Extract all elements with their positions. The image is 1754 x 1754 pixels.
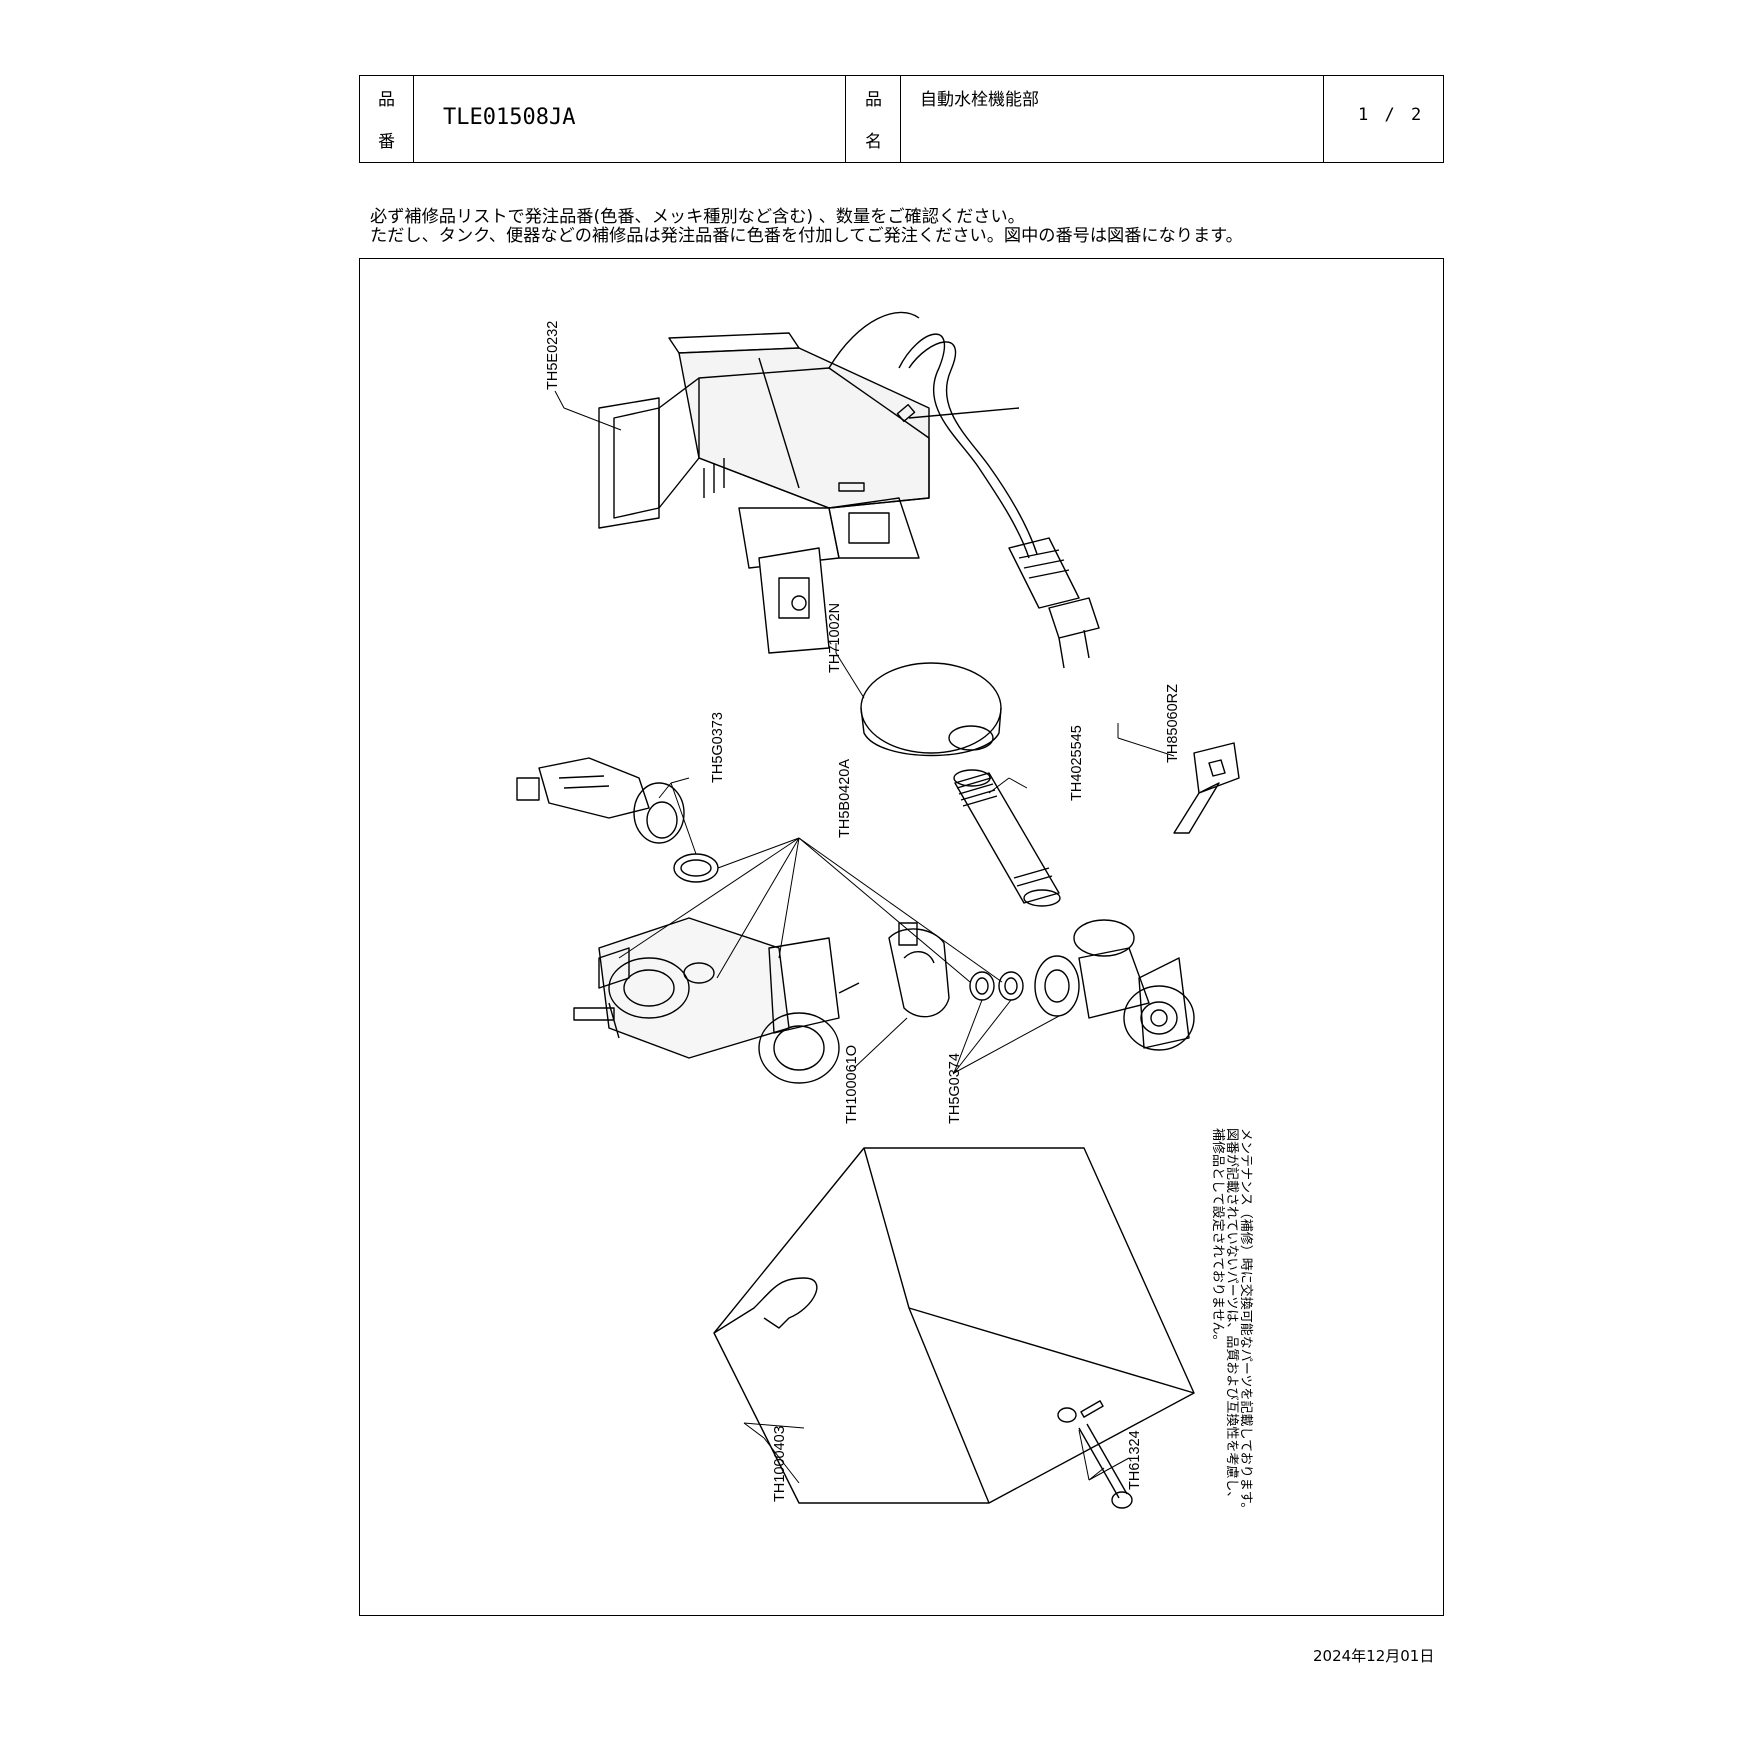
flange — [860, 662, 1002, 757]
label-screw: TH61324 — [1127, 1430, 1143, 1490]
clip — [888, 922, 950, 1018]
screw — [1078, 1423, 1133, 1509]
part-name: 自動水栓機能部 — [920, 90, 1039, 110]
key-tool — [1173, 742, 1240, 834]
hinmei-label-bottom: 名 — [865, 132, 882, 152]
note-line-1: 必ず補修品リストで発注品番(色番、メッキ種別など含む) 、数量をご確認ください。 — [370, 207, 1025, 227]
hinban-label-top: 品 — [378, 90, 395, 110]
divider — [1323, 76, 1324, 162]
cover-box — [713, 1147, 1195, 1504]
drawing-frame — [359, 258, 1444, 1616]
hinban-label-bottom: 番 — [378, 132, 395, 152]
title-block: 品 番 TLE01508JA 品 名 自動水栓機能部 1 / 2 — [359, 75, 1444, 163]
label-flange: TH71002N — [827, 603, 843, 673]
label-nipple: TH4025545 — [1069, 725, 1085, 801]
label-controller: TH5E0232 — [545, 321, 561, 390]
part-number: TLE01508JA — [443, 105, 576, 130]
label-clip: TH100061O — [844, 1045, 860, 1124]
elbow-fitting — [516, 757, 685, 844]
issue-date: 2024年12月01日 — [1313, 1647, 1435, 1665]
divider — [900, 76, 901, 162]
divider — [845, 76, 846, 162]
power-cord — [896, 333, 1100, 669]
stop-valve — [1034, 919, 1195, 1051]
disclaimer-line-2: 図番が記載されていないパーツは、品質および互換性を考慮し、 — [1225, 1128, 1240, 1504]
note-line-2: ただし、タンク、便器などの補修品は発注品番に色番を付加してご発注ください。図中の… — [370, 226, 1243, 246]
exploded-parts-drawing: TH5E0232 TH71002N TH85060RZ TH4025545 TH… — [516, 311, 1254, 1515]
label-gaskets: TH5G0374 — [947, 1053, 963, 1124]
gasket-1 — [969, 971, 995, 1001]
label-packing: TH5B0420A — [837, 759, 853, 838]
valve-assembly — [573, 917, 860, 1084]
page-number: 1 / 2 — [1358, 105, 1425, 125]
hinmei-label-top: 品 — [865, 90, 882, 110]
nipple-pipe — [953, 769, 1061, 907]
order-notes: 必ず補修品リストで発注品番(色番、メッキ種別など含む) 、数量をご確認ください。… — [370, 208, 1243, 246]
controller-unit — [598, 311, 930, 654]
label-key: TH85060RZ — [1165, 684, 1181, 763]
gasket-2 — [998, 971, 1024, 1001]
label-elbow: TH5G0373 — [710, 712, 726, 783]
disclaimer-line-3: 補修品として設定されておりません。 — [1211, 1128, 1226, 1347]
leader-lines — [554, 390, 1175, 1484]
divider — [413, 76, 414, 162]
disclaimer-line-1: メンテナンス（補修）時に交換可能なパーツを記載しております。 — [1239, 1128, 1254, 1515]
label-cover: TH100040З — [772, 1425, 788, 1502]
